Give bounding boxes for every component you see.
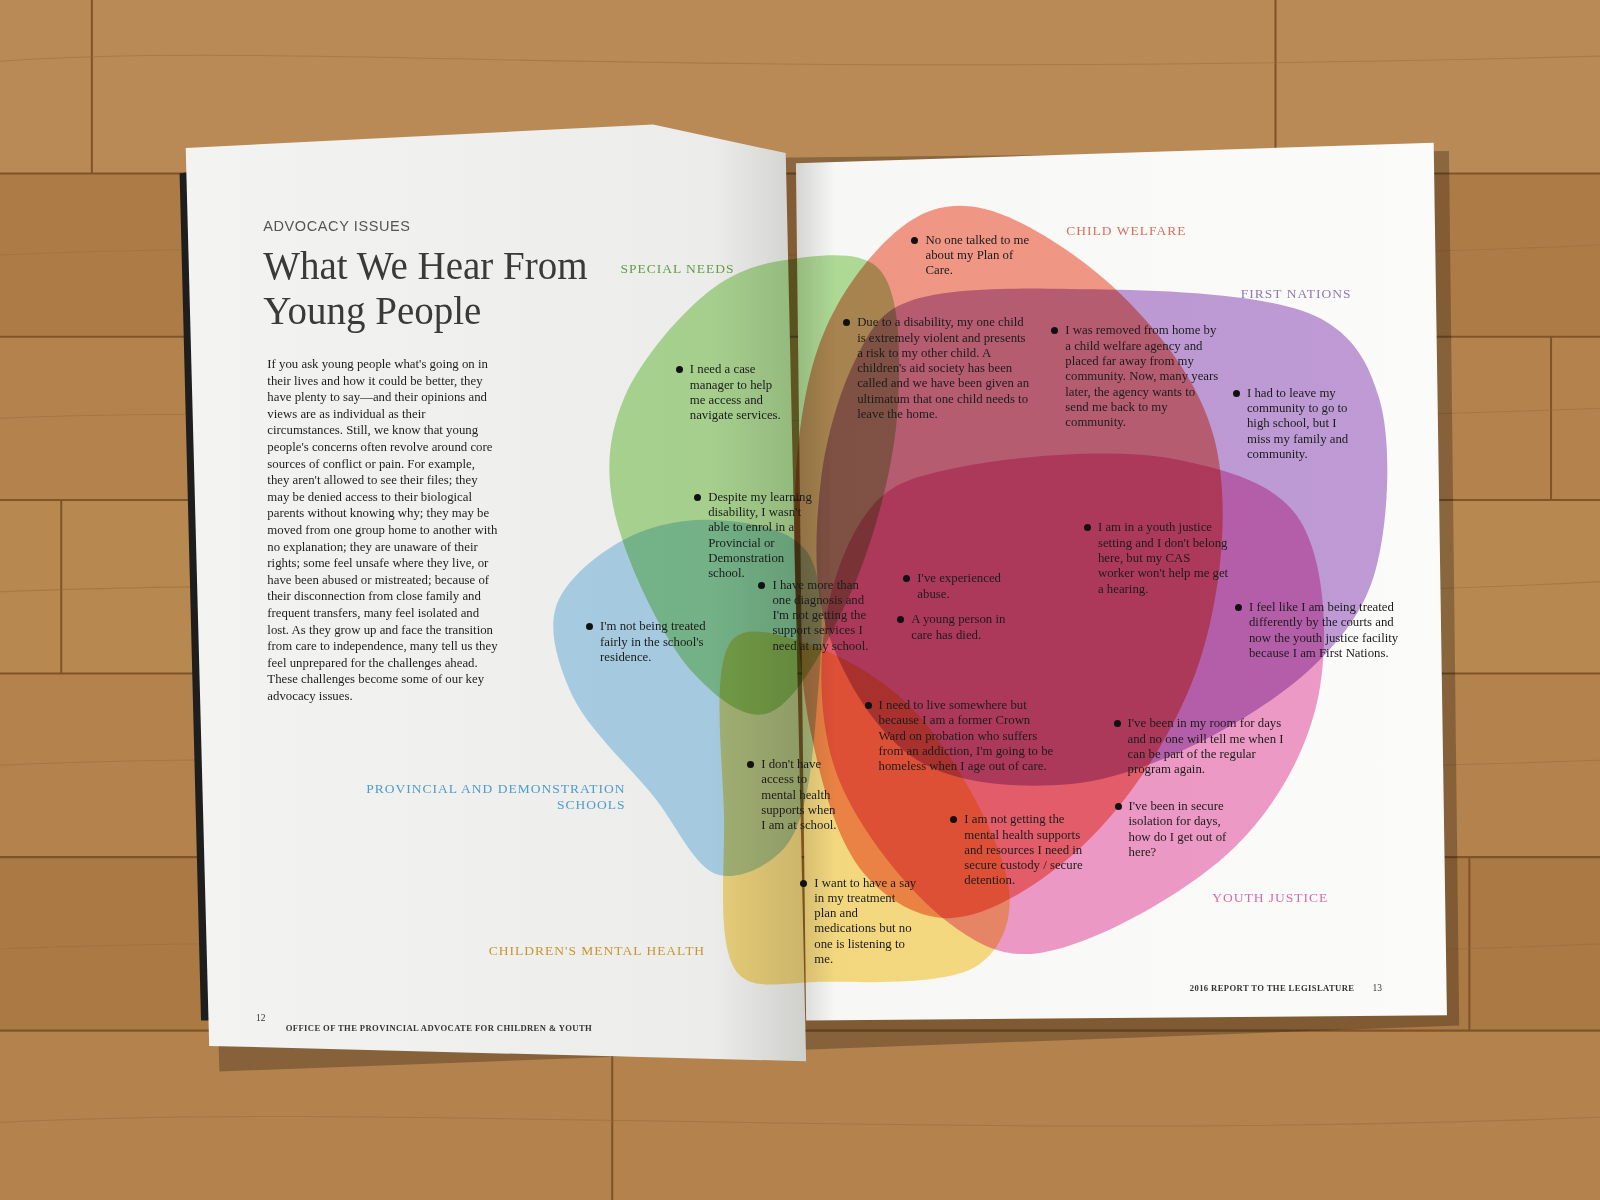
quote-item: I've been in secure isolation for days, … (1129, 799, 1235, 860)
quote-text: A young person in care has died. (911, 612, 1017, 643)
quote-item: I've been in my room for days and no one… (1128, 716, 1289, 777)
quote-item: I was removed from home by a child welfa… (1065, 323, 1218, 430)
quote-item: I need a case manager to help me access … (690, 362, 788, 423)
quote-text: No one talked to me about my Plan of Car… (925, 233, 1039, 279)
region-blob (821, 454, 1324, 955)
bullet-dot (800, 880, 807, 887)
quote-text: I've been in secure isolation for days, … (1129, 799, 1235, 860)
wood-grain (0, 55, 1600, 1126)
quote-item: I'm not being treated fairly in the scho… (600, 619, 706, 665)
quote-text: I had to leave my community to go to hig… (1247, 386, 1359, 462)
quote-text: I have more than one diagnosis and I'm n… (772, 578, 876, 654)
quote-text: Due to a disability, my one child is ext… (857, 315, 1030, 422)
category-heading: SPECIAL NEEDS (620, 261, 763, 277)
quote-item: I've experienced abuse. (917, 571, 1023, 602)
quote-item: Despite my learning disability, I wasn't… (708, 490, 812, 582)
quote-text: I'm not being treated fairly in the scho… (600, 619, 706, 665)
bullet-dot (676, 366, 683, 373)
quote-text: I feel like I am being treated different… (1249, 600, 1400, 661)
quote-text: I need to live somewhere but because I a… (879, 698, 1057, 774)
quote-item: A young person in care has died. (911, 612, 1017, 643)
quote-text: I want to have a say in my treatment pla… (814, 876, 918, 968)
quote-item: I am in a youth justice setting and I do… (1098, 520, 1229, 596)
quote-item: I want to have a say in my treatment pla… (814, 876, 918, 968)
quote-item: I am not getting the mental health suppo… (964, 812, 1086, 888)
running-footer: 2016 REPORT TO THE LEGISLATURE (1190, 983, 1374, 994)
quote-item: I feel like I am being treated different… (1249, 600, 1400, 661)
bullet-dot (865, 702, 872, 709)
page-number: 13 (1372, 982, 1396, 994)
quote-text: I've experienced abuse. (917, 571, 1023, 602)
quote-text: I've been in my room for days and no one… (1128, 716, 1289, 777)
category-heading: CHILD WELFARE (1066, 223, 1209, 239)
bullet-dot (1235, 604, 1242, 611)
page-number: 12 (256, 1012, 280, 1024)
quote-text: I need a case manager to help me access … (690, 362, 788, 423)
bullet-dot (1233, 390, 1240, 397)
bullet-dot (758, 582, 765, 589)
intro-paragraph: If you ask young people what's going on … (267, 356, 499, 704)
quote-item: I have more than one diagnosis and I'm n… (772, 578, 876, 654)
quote-item: I need to live somewhere but because I a… (879, 698, 1057, 774)
quote-text: Despite my learning disability, I wasn't… (708, 490, 812, 582)
bullet-dot (694, 494, 701, 501)
quote-text: I am not getting the mental health suppo… (964, 812, 1086, 888)
section-kicker: ADVOCACY ISSUES (263, 217, 590, 235)
quote-text: I am in a youth justice setting and I do… (1098, 520, 1229, 596)
running-footer: OFFICE OF THE PROVINCIAL ADVOCATE FOR CH… (286, 1023, 653, 1034)
category-heading: FIRST NATIONS (1241, 286, 1384, 302)
page-title: What We Hear From Young People (263, 243, 610, 333)
quote-text: I don't have access to mental health sup… (761, 757, 843, 833)
category-heading: CHILDREN'S MENTAL HEALTH (489, 943, 734, 959)
category-heading: YOUTH JUSTICE (1212, 890, 1355, 906)
quote-item: I had to leave my community to go to hig… (1247, 386, 1359, 462)
category-heading: PROVINCIAL AND DEMONSTRATION SCHOOLS (350, 781, 626, 813)
quote-item: No one talked to me about my Plan of Car… (925, 233, 1039, 279)
quote-item: Due to a disability, my one child is ext… (857, 315, 1030, 422)
quote-text: I was removed from home by a child welfa… (1065, 323, 1218, 430)
bullet-dot (1115, 803, 1122, 810)
quote-item: I don't have access to mental health sup… (761, 757, 843, 833)
bullet-dot (1114, 720, 1121, 727)
